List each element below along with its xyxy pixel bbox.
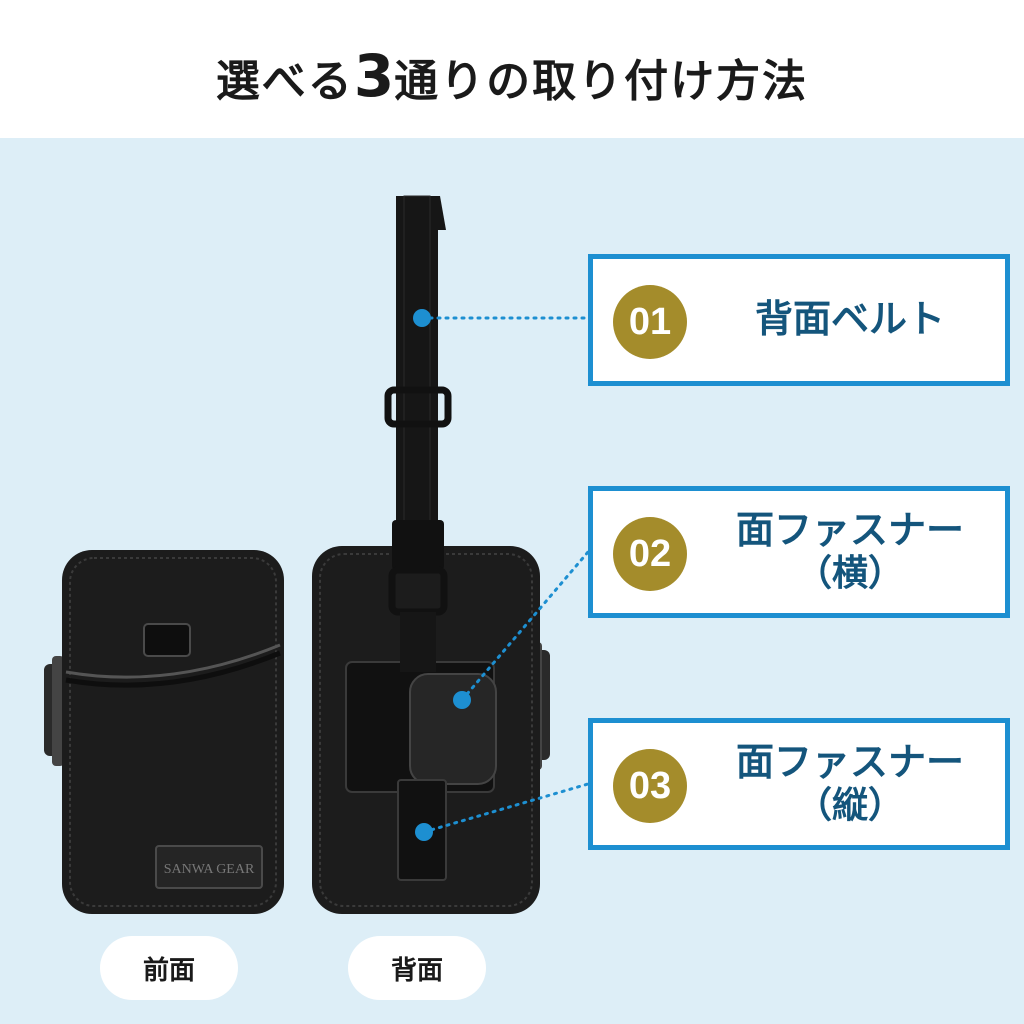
marker-02: [453, 691, 471, 709]
title-pre: 選べる: [215, 56, 354, 107]
callout-01-text: 背面ベルト: [703, 259, 997, 381]
marker-03: [415, 823, 433, 841]
back-view-label: 背面: [348, 936, 486, 1000]
callout-03-sub: （縦）: [795, 785, 904, 827]
callout-01: 01 背面ベルト: [588, 254, 1010, 386]
callout-01-badge: 01: [613, 285, 687, 359]
callout-leaders: [413, 309, 590, 841]
callout-03-text: 面ファスナー （縦）: [703, 723, 997, 845]
back-pouch: [312, 546, 550, 914]
marker-01: [413, 309, 431, 327]
callout-02-sub: （横）: [795, 553, 904, 595]
callout-03-label: 面ファスナー: [735, 740, 964, 785]
callout-03: 03 面ファスナー （縦）: [588, 718, 1010, 850]
page-title: 選べる3通りの取り付け方法: [0, 42, 1024, 110]
callout-02-label: 面ファスナー: [735, 508, 964, 553]
title-number: 3: [353, 42, 395, 110]
back-belt-strap: [384, 195, 452, 672]
callout-02: 02 面ファスナー （横）: [588, 486, 1010, 618]
callout-01-label: 背面ベルト: [754, 297, 945, 342]
callout-02-text: 面ファスナー （横）: [703, 491, 997, 613]
title-header: 選べる3通りの取り付け方法: [0, 0, 1024, 138]
front-view-label: 前面: [100, 936, 238, 1000]
front-pouch: SANWA GEAR: [44, 550, 284, 914]
callout-02-badge: 02: [613, 517, 687, 591]
brand-logo-text: SANWA GEAR: [164, 862, 255, 877]
callout-03-badge: 03: [613, 749, 687, 823]
title-post: 通りの取り付け方法: [394, 56, 809, 107]
